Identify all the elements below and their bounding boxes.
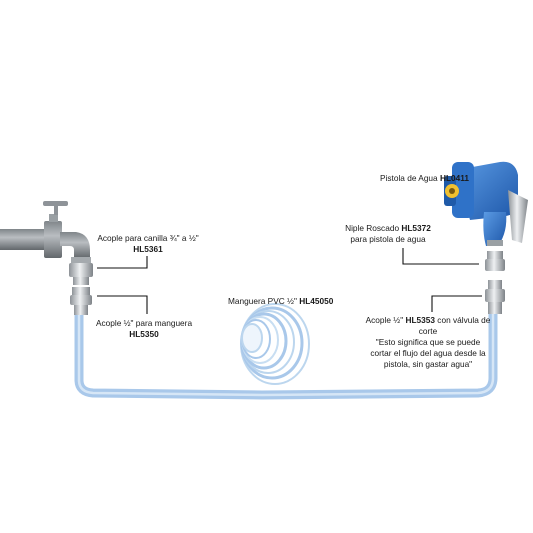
gun-code: HL0411 [439, 173, 470, 183]
water-gun-icon [444, 161, 528, 246]
hose-label-text: Manguera PVC ½" [228, 296, 300, 306]
valve-coupling-note-line3: pistola, sin gastar agua" [383, 359, 473, 369]
valve-coupling-label-line2: corte [418, 326, 438, 336]
valve-coupling-label-text: Acople ½" [365, 315, 406, 325]
hose-code: HL45050 [299, 296, 334, 306]
hose-adapter-label: Acople ½" para manguera HL5350 [90, 318, 198, 340]
nipple-label-line2: para pistola de agua [350, 234, 426, 244]
hose-coil-icon [240, 303, 310, 385]
gun-label: Pistola de Agua HL0411 [380, 173, 469, 184]
faucet-icon [0, 201, 90, 258]
leader-lines [97, 248, 482, 314]
hose-adapter-code: HL5350 [129, 329, 159, 339]
faucet-adapter-label-text: Acople para canilla ¾" a ½" [97, 233, 199, 243]
faucet-adapter-label: Acople para canilla ¾" a ½" HL5361 [86, 233, 210, 255]
nipple-icon [485, 251, 505, 271]
nipple-code: HL5372 [401, 223, 431, 233]
valve-coupling-note-line1: "Esto significa que se puede [375, 337, 481, 347]
valve-coupling-label-tail: con válvula de [435, 315, 491, 325]
gun-label-text: Pistola de Agua [380, 173, 440, 183]
hose-label: Manguera PVC ½" HL45050 [228, 296, 333, 307]
nipple-label: Niple Roscado HL5372 para pistola de agu… [334, 223, 442, 245]
quick-connector-icon [70, 287, 92, 315]
valve-coupling-note-line2: cortar el flujo del agua desde la [370, 348, 486, 358]
faucet-adapter-code: HL5361 [133, 244, 163, 254]
valve-coupling-label: Acople ½" HL5353 con válvula de corte "E… [358, 315, 498, 370]
hose-adapter-label-text: Acople ½" para manguera [95, 318, 193, 328]
quick-connector-icon [69, 257, 93, 285]
valve-coupling-code: HL5353 [405, 315, 435, 325]
nipple-label-text: Niple Roscado [345, 223, 402, 233]
quick-connector-icon [485, 280, 505, 314]
